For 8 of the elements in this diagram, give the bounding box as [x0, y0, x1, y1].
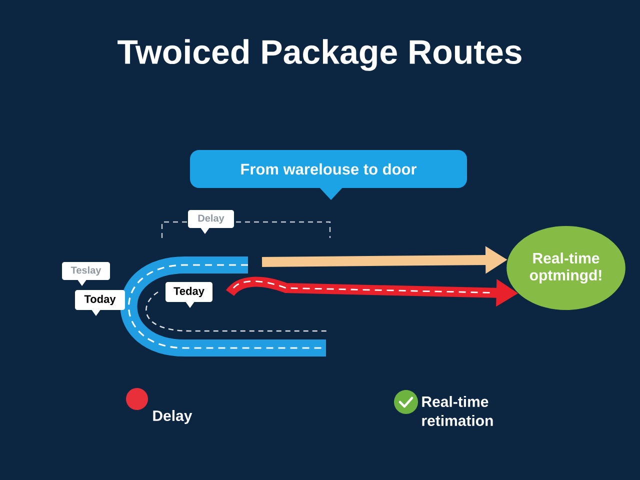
tag: Teslay [62, 262, 110, 286]
legend-label: Real-time retimation [422, 396, 493, 426]
tag: Today [75, 290, 125, 316]
speech-bubble: From warelouse to door [190, 150, 467, 200]
title: Twoiced Package Routes [118, 39, 522, 71]
tag: Delay [188, 210, 234, 234]
legend-label: Delay [153, 410, 192, 424]
tag: Teday [166, 282, 212, 308]
